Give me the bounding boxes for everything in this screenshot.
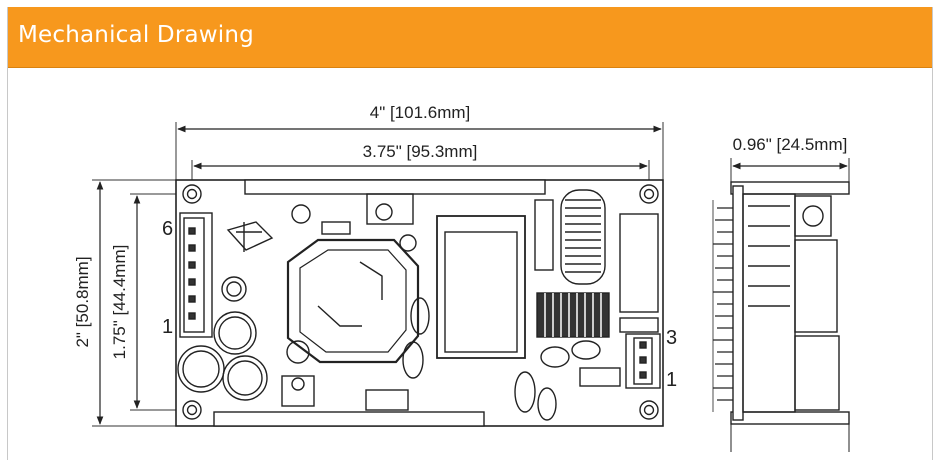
overall-width-label: 2" [50.8mm]: [73, 256, 92, 347]
connector-3pin: [625, 333, 661, 389]
capacitor-icon: [177, 276, 268, 401]
connector-6pin: [179, 212, 213, 338]
pcb-top-view: [175, 179, 664, 427]
pcb-side-view: [712, 181, 850, 452]
height-label: 0.96" [24.5mm]: [733, 135, 848, 154]
hole-spacing-width-label: 1.75" [44.4mm]: [110, 245, 129, 360]
toroid-coil-icon: [560, 189, 606, 285]
pin-label-1-left: 1: [162, 316, 173, 338]
dimension-height: 0.96" [24.5mm]: [730, 135, 850, 186]
dimension-overall-length: 4" [101.6mm]: [175, 103, 664, 180]
heatsink-icon: [536, 292, 610, 338]
overall-length-label: 4" [101.6mm]: [370, 103, 471, 122]
component-leads: [712, 200, 733, 412]
dimension-overall-width: 2" [50.8mm]: [73, 179, 180, 427]
pin-label-6: 6: [162, 218, 173, 240]
hole-spacing-length-label: 3.75" [95.3mm]: [363, 142, 478, 161]
mounting-hole-icon: [182, 184, 659, 420]
dimension-hole-spacing-width: 1.75" [44.4mm]: [110, 193, 190, 411]
section-title: Mechanical Drawing: [18, 22, 254, 48]
pin-label-1-right: 1: [666, 369, 677, 391]
section-header: Mechanical Drawing: [8, 7, 932, 68]
pin-label-3: 3: [666, 327, 677, 349]
